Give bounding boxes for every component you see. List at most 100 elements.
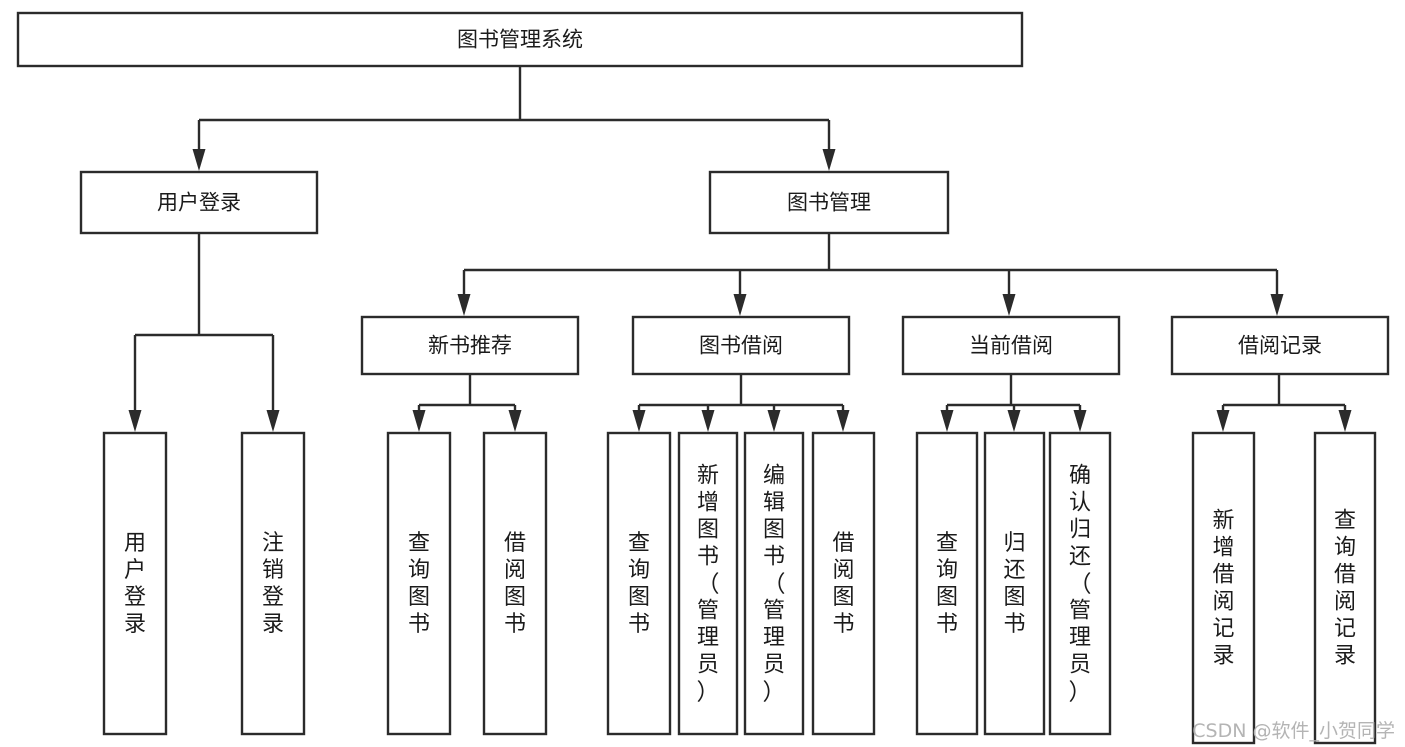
arrow-head-icon (632, 410, 646, 432)
connector-manage-to-recommend (457, 270, 471, 316)
node-label-borrow-record: 借阅记录 (1238, 334, 1322, 358)
node-box-leaf-borrow-book-a[interactable] (482, 431, 548, 736)
csdn-watermark: CSDN @软件_小贺同学 (1192, 720, 1395, 742)
connector-group-new-book-recommend (419, 374, 515, 407)
node-borrow-record[interactable]: 借阅记录 (1170, 315, 1390, 376)
arrow-head-icon (192, 149, 206, 171)
node-box-leaf-query-book-c[interactable] (915, 431, 979, 736)
node-label-root: 图书管理系统 (457, 28, 583, 52)
connector-record-to-query (1338, 405, 1352, 432)
node-label-leaf-edit-book: 编辑图书（管理员） (763, 464, 786, 706)
connector-recommend-to-query (412, 405, 426, 432)
node-box-book-borrow[interactable] (631, 315, 851, 376)
node-layer: 图书管理系统用户登录图书管理新书推荐图书借阅当前借阅借阅记录用户登录注销登录查询… (16, 11, 1390, 745)
node-label-leaf-add-record: 新增借阅记录 (1212, 509, 1234, 669)
node-leaf-query-book-c[interactable]: 查询图书 (915, 431, 979, 736)
connector-borrow-to-edit (767, 405, 781, 432)
node-label-user-login: 用户登录 (157, 191, 241, 215)
connector-group-user-login (135, 233, 273, 337)
node-box-leaf-query-record[interactable] (1313, 431, 1377, 745)
arrow-head-icon (1007, 410, 1021, 432)
node-box-leaf-edit-book[interactable] (743, 431, 805, 736)
arrow-head-icon (940, 410, 954, 432)
node-box-borrow-record[interactable] (1170, 315, 1390, 376)
connector-borrow-to-query (632, 405, 646, 432)
node-box-leaf-add-book[interactable] (677, 431, 739, 736)
node-label-leaf-borrow-book-b: 借阅图书 (832, 531, 854, 637)
node-label-leaf-logout: 注销登录 (262, 531, 284, 637)
node-label-current-borrow: 当前借阅 (969, 334, 1053, 358)
node-label-leaf-confirm-return: 确认归还（管理员） (1069, 464, 1092, 706)
arrow-head-icon (412, 410, 426, 432)
node-current-borrow[interactable]: 当前借阅 (901, 315, 1121, 376)
node-root[interactable]: 图书管理系统 (16, 11, 1024, 68)
node-label-leaf-query-book-b: 查询图书 (628, 531, 650, 637)
arrow-head-icon (128, 410, 142, 432)
node-leaf-borrow-book-a[interactable]: 借阅图书 (482, 431, 548, 736)
node-leaf-user-login[interactable]: 用户登录 (102, 431, 168, 736)
node-leaf-add-book[interactable]: 新增图书（管理员） (677, 431, 739, 736)
arrow-head-icon (508, 410, 522, 432)
connector-group-book-manage (464, 233, 1277, 272)
node-label-leaf-borrow-book-a: 借阅图书 (504, 531, 526, 637)
connector-manage-to-borrow (733, 270, 747, 316)
arrow-head-icon (701, 410, 715, 432)
node-leaf-edit-book[interactable]: 编辑图书（管理员） (743, 431, 805, 736)
node-label-leaf-user-login: 用户登录 (124, 531, 146, 637)
node-leaf-query-book-a[interactable]: 查询图书 (386, 431, 452, 736)
node-box-leaf-return-book[interactable] (983, 431, 1046, 736)
connector-user-login-to-leaf-login (128, 335, 142, 432)
node-box-user-login[interactable] (79, 170, 319, 235)
arrow-head-icon (1073, 410, 1087, 432)
node-box-current-borrow[interactable] (901, 315, 1121, 376)
node-leaf-logout[interactable]: 注销登录 (240, 431, 306, 736)
arrow-head-icon (1002, 294, 1016, 316)
connector-borrow-to-add (701, 405, 715, 432)
connector-record-to-add (1216, 405, 1230, 432)
node-box-leaf-logout[interactable] (240, 431, 306, 736)
node-label-leaf-query-book-a: 查询图书 (408, 531, 430, 637)
node-leaf-confirm-return[interactable]: 确认归还（管理员） (1048, 431, 1112, 736)
node-box-leaf-add-record[interactable] (1191, 431, 1256, 745)
arrow-head-icon (457, 294, 471, 316)
connector-user-login-to-leaf-logout (266, 335, 280, 432)
connector-group-borrow-record (1223, 374, 1345, 407)
node-box-leaf-query-book-a[interactable] (386, 431, 452, 736)
node-label-leaf-query-book-c: 查询图书 (936, 531, 958, 637)
node-box-leaf-query-book-b[interactable] (606, 431, 672, 736)
node-label-book-manage: 图书管理 (787, 191, 871, 215)
arrow-head-icon (1338, 410, 1352, 432)
connector-current-to-confirm (1073, 405, 1087, 432)
node-leaf-borrow-book-b[interactable]: 借阅图书 (811, 431, 876, 736)
node-box-leaf-user-login[interactable] (102, 431, 168, 736)
connector-manage-to-current (1002, 270, 1016, 316)
arrow-head-icon (836, 410, 850, 432)
connector-current-to-query (940, 405, 954, 432)
node-book-borrow[interactable]: 图书借阅 (631, 315, 851, 376)
arrow-head-icon (1270, 294, 1284, 316)
node-label-new-book-recommend: 新书推荐 (428, 334, 512, 358)
node-box-leaf-borrow-book-b[interactable] (811, 431, 876, 736)
connector-manage-to-record (1270, 270, 1284, 316)
connector-root-to-user-login (192, 120, 206, 171)
arrow-head-icon (266, 410, 280, 432)
node-user-login[interactable]: 用户登录 (79, 170, 319, 235)
connector-layer (128, 66, 1352, 432)
node-new-book-recommend[interactable]: 新书推荐 (360, 315, 580, 376)
node-box-leaf-confirm-return[interactable] (1048, 431, 1112, 736)
arrow-head-icon (767, 410, 781, 432)
node-leaf-add-record[interactable]: 新增借阅记录 (1191, 431, 1256, 745)
node-box-root[interactable] (16, 11, 1024, 68)
connector-borrow-to-borrow (836, 405, 850, 432)
node-box-new-book-recommend[interactable] (360, 315, 580, 376)
node-leaf-return-book[interactable]: 归还图书 (983, 431, 1046, 736)
arrow-head-icon (822, 149, 836, 171)
connector-recommend-to-borrow (508, 405, 522, 432)
node-label-book-borrow: 图书借阅 (699, 334, 783, 358)
node-leaf-query-record[interactable]: 查询借阅记录 (1313, 431, 1377, 745)
connector-current-to-return (1007, 405, 1021, 432)
node-box-book-manage[interactable] (708, 170, 950, 235)
node-leaf-query-book-b[interactable]: 查询图书 (606, 431, 672, 736)
node-book-manage[interactable]: 图书管理 (708, 170, 950, 235)
